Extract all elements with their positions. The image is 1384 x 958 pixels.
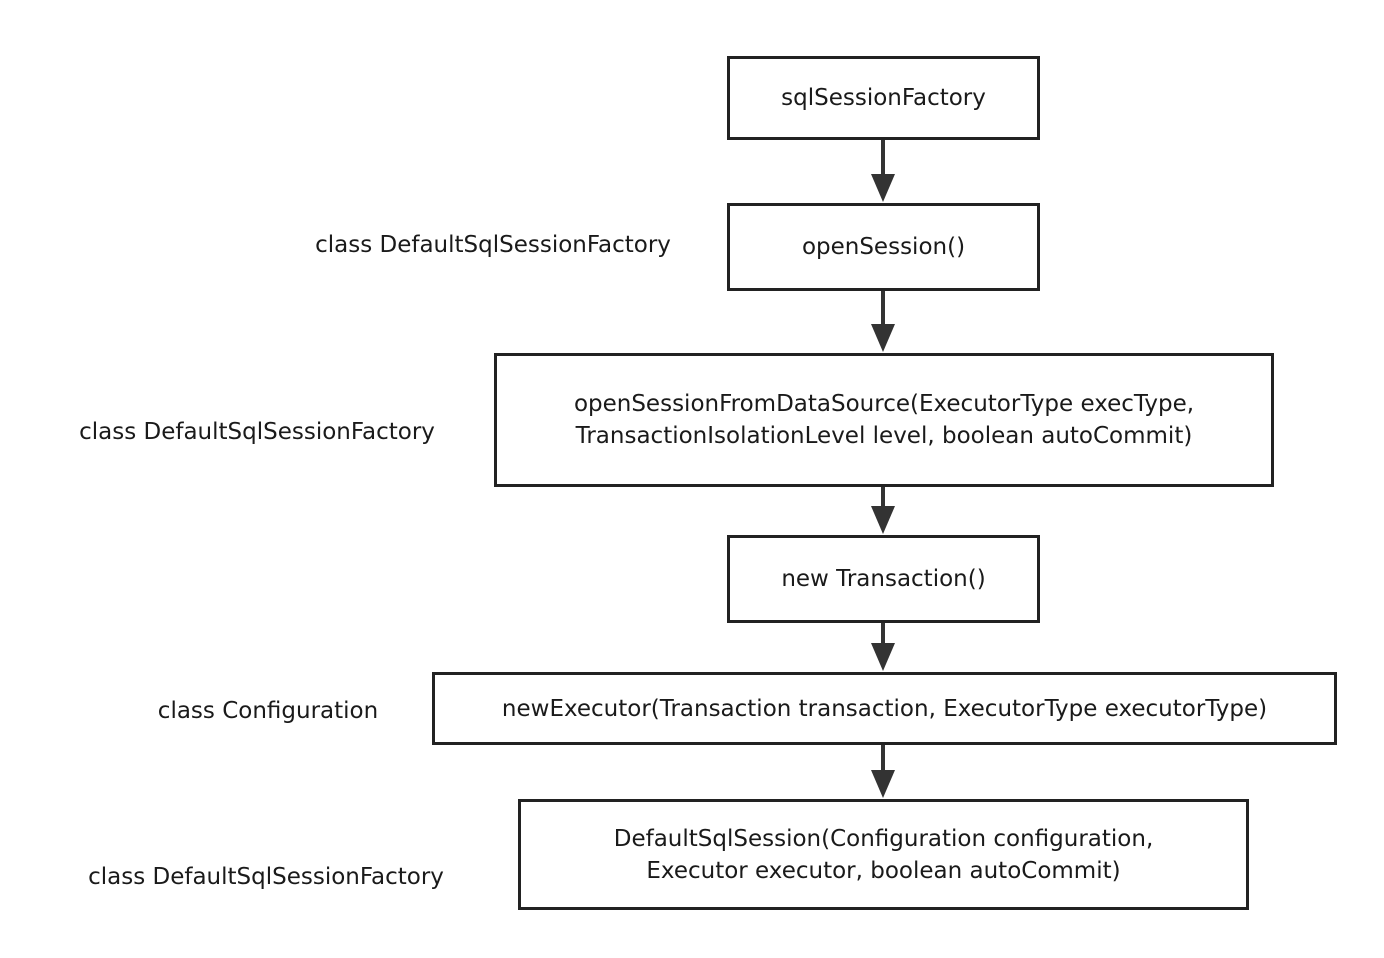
open-session-label: openSession()	[801, 234, 966, 260]
open-session-from-datasource-line1: openSessionFromDataSource(ExecutorType e…	[573, 391, 1195, 417]
new-transaction-label: new Transaction()	[781, 566, 986, 592]
arrow-factory-to-open-session	[871, 139, 895, 202]
open-session-from-datasource-node: openSessionFromDataSource(ExecutorType e…	[494, 353, 1274, 487]
default-sql-session-class-label: class DefaultSqlSessionFactory	[88, 864, 444, 890]
new-executor-node: newExecutor(Transaction transaction, Exe…	[432, 672, 1337, 745]
default-sql-session-node: DefaultSqlSession(Configuration configur…	[518, 799, 1249, 910]
open-session-from-datasource-class-label: class DefaultSqlSessionFactory	[79, 419, 435, 445]
open-session-node: openSession()	[727, 203, 1040, 291]
new-transaction-node: new Transaction()	[727, 535, 1040, 623]
open-session-from-datasource-line2: TransactionIsolationLevel level, boolean…	[575, 423, 1193, 449]
open-session-class-label: class DefaultSqlSessionFactory	[315, 232, 671, 258]
arrow-datasource-to-transaction	[871, 486, 895, 534]
sql-session-factory-label: sqlSessionFactory	[781, 85, 986, 111]
new-executor-label: newExecutor(Transaction transaction, Exe…	[501, 695, 1268, 722]
sql-session-factory-node: sqlSessionFactory	[727, 56, 1040, 140]
new-executor-class-label: class Configuration	[157, 698, 379, 724]
default-sql-session-line2: Executor executor, boolean autoCommit)	[646, 857, 1121, 884]
arrow-transaction-to-executor	[871, 622, 895, 671]
arrow-open-session-to-datasource	[871, 290, 895, 352]
arrow-executor-to-sql-session	[871, 744, 895, 798]
default-sql-session-line1: DefaultSqlSession(Configuration configur…	[613, 825, 1154, 852]
